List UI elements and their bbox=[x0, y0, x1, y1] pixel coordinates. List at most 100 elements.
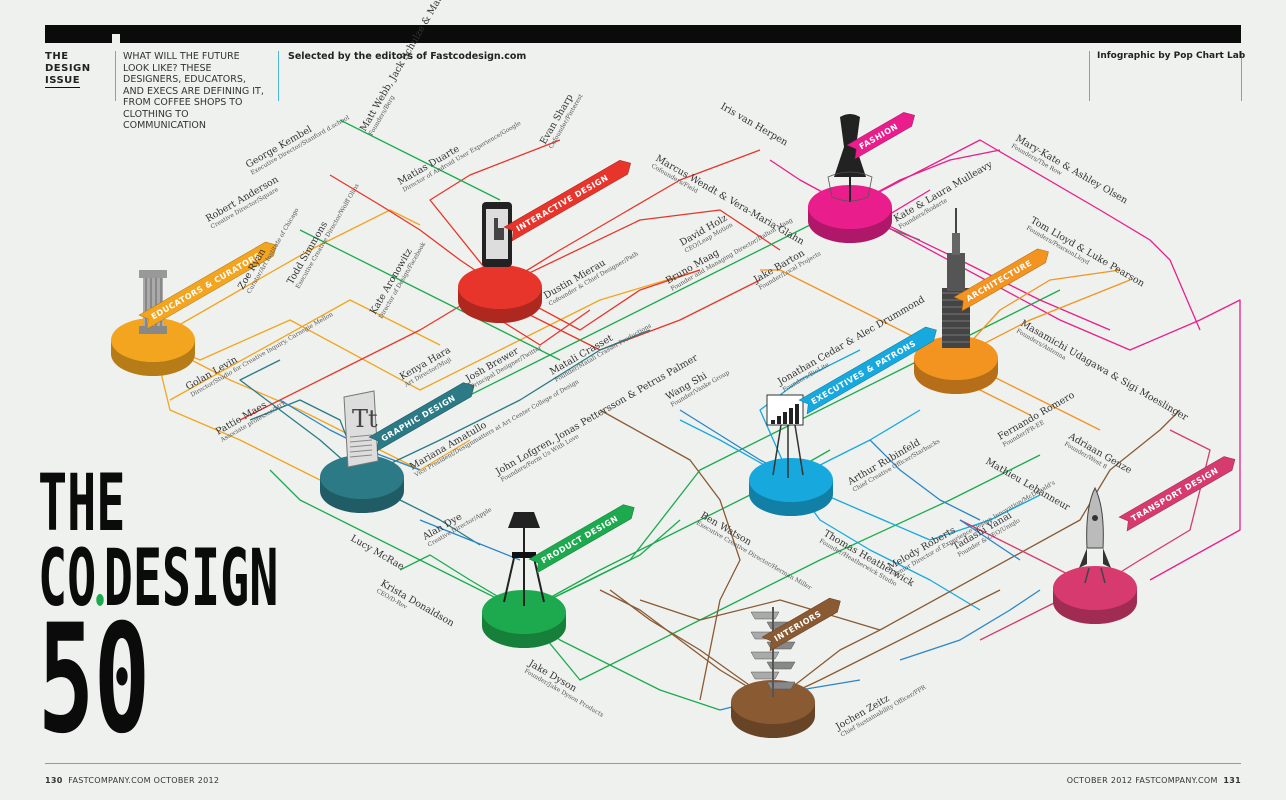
person-role: Director of Android User Experience/Goog… bbox=[402, 120, 523, 194]
connection-line bbox=[152, 209, 421, 341]
hub-base-top bbox=[914, 336, 998, 380]
footer-left-text: FASTCOMPANY.COM OCTOBER 2012 bbox=[68, 776, 220, 785]
hub-banner-label: TRANSPORT DESIGN bbox=[1130, 466, 1220, 523]
headline-co-design: CO●DESIGN bbox=[38, 540, 278, 618]
connection-line bbox=[1094, 429, 1211, 589]
connection-line bbox=[499, 269, 701, 331]
rocket-icon bbox=[1079, 486, 1111, 584]
typography-icon: Tt bbox=[343, 390, 379, 468]
connection-line bbox=[499, 149, 761, 288]
hub-base-top bbox=[1053, 566, 1137, 610]
person-role: Founder/Jake Dyson Products bbox=[523, 668, 605, 719]
hub-banner: PRODUCT DESIGN bbox=[528, 504, 635, 574]
connection-line bbox=[239, 359, 363, 478]
person-role: Executive Director/Stanford d.school bbox=[250, 114, 351, 176]
connection-line bbox=[339, 119, 501, 201]
intro-text: WHAT WILL THE FUTURE LOOK LIKE? THESE DE… bbox=[123, 51, 264, 131]
hub-banner-label: GRAPHIC DESIGN bbox=[380, 393, 457, 443]
headline-design: DESIGN bbox=[103, 534, 279, 624]
person-name: Mariana Amatullo bbox=[408, 420, 489, 473]
touch-device-icon bbox=[482, 202, 512, 267]
rule-credit-left bbox=[1089, 51, 1090, 101]
infographic-credit: Infographic by Pop Chart Lab bbox=[1097, 51, 1246, 61]
connection-line bbox=[599, 589, 774, 703]
person-name: Matt Webb, Jack Schulze & Matt Jones bbox=[358, 0, 461, 134]
connection-line bbox=[849, 139, 1201, 331]
selected-by: Selected by the editors of Fastcodesign.… bbox=[288, 51, 527, 62]
connection-line bbox=[419, 519, 521, 561]
headline-the: THE bbox=[38, 459, 126, 549]
hub-banner-label: INTERACTIVE DESIGN bbox=[515, 173, 610, 233]
lamp-icon bbox=[503, 512, 545, 606]
hub-base-top bbox=[731, 680, 815, 724]
issue-line-3: ISSUE bbox=[45, 75, 81, 88]
connection-line bbox=[790, 479, 1041, 541]
rule-intro bbox=[278, 51, 279, 101]
connection-line bbox=[523, 454, 1041, 681]
person-name: Iris van Herpen bbox=[719, 101, 790, 148]
rule-issue bbox=[115, 51, 116, 101]
person-name: Robert Anderson bbox=[204, 174, 280, 224]
person-label: Matt Webb, Jack Schulze & Matt JonesFoun… bbox=[358, 0, 461, 137]
connection-line bbox=[361, 329, 651, 478]
person-name: Arthur Rubinfeld bbox=[845, 437, 922, 488]
hub-base-top bbox=[808, 185, 892, 229]
top-bar-notch bbox=[112, 34, 120, 43]
connection-line bbox=[599, 409, 741, 701]
connection-line bbox=[959, 519, 1021, 561]
footer-right-page: 131 bbox=[1223, 776, 1241, 785]
connection-line bbox=[772, 589, 1001, 703]
connection-line bbox=[169, 299, 441, 401]
connection-line bbox=[899, 589, 1041, 661]
hub-base-top bbox=[111, 318, 195, 362]
connection-line bbox=[329, 174, 501, 288]
issue-line-2: DESIGN bbox=[45, 63, 91, 74]
person-name: Kate & Laura Mulleavy bbox=[892, 159, 995, 225]
footer-right: OCTOBER 2012 FASTCOMPANY.COM 131 bbox=[1067, 776, 1241, 785]
person-role: Executive Creative Director/Wolff Olins bbox=[295, 183, 361, 290]
person-label: Mathieu Lehanneur bbox=[984, 456, 1072, 513]
headline-50: 50 bbox=[38, 593, 150, 767]
hub-fashion: FASHION bbox=[808, 112, 915, 243]
person-label: John Lofgren, Jonas Pettersson & Petrus … bbox=[493, 352, 700, 483]
hub-banner: INTERACTIVE DESIGN bbox=[503, 160, 632, 242]
connection-line bbox=[609, 589, 774, 703]
person-role: Senior Director of Experience Design Inn… bbox=[892, 479, 1057, 578]
connection-line bbox=[849, 206, 1241, 581]
footer-left-page: 130 bbox=[45, 776, 63, 785]
hub-transport: TRANSPORT DESIGN bbox=[1053, 456, 1236, 624]
person-role: Executive Creative Director/Herman Mille… bbox=[695, 520, 813, 592]
skyscraper-icon bbox=[942, 208, 970, 348]
hub-product: PRODUCT DESIGN bbox=[482, 504, 635, 648]
footer-right-text: OCTOBER 2012 FASTCOMPANY.COM bbox=[1066, 776, 1218, 785]
connection-line bbox=[299, 229, 561, 361]
hub-interiors: INTERIORS bbox=[731, 597, 841, 738]
footer-left: 130 FASTCOMPANY.COM OCTOBER 2012 bbox=[45, 776, 219, 785]
issue-line-1: THE bbox=[45, 51, 69, 62]
connection-line bbox=[152, 339, 471, 471]
hub-banner-label: PRODUCT DESIGN bbox=[540, 514, 620, 565]
design-issue-tag: THE DESIGN ISSUE bbox=[45, 51, 91, 88]
person-role: Vice President/Designmatters at Art Cent… bbox=[413, 378, 581, 479]
connection-line bbox=[772, 409, 1181, 703]
hub-base-top bbox=[458, 265, 542, 309]
connection-line bbox=[499, 209, 781, 288]
